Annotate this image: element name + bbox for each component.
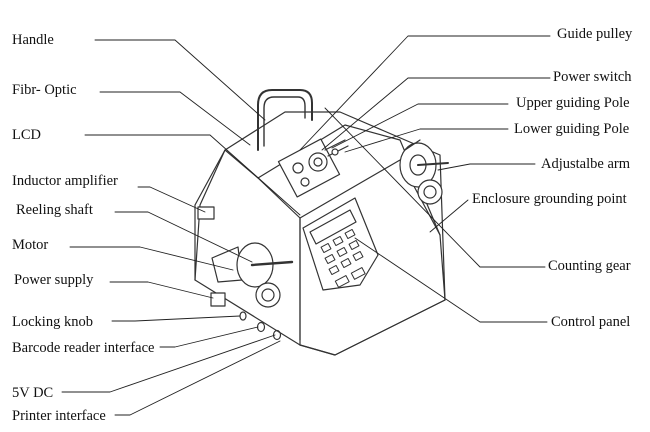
leader-motor (69, 246, 234, 271)
leader-adjustable-arm (437, 163, 536, 171)
label-5v-dc: 5V DC (12, 385, 54, 401)
leader-locking-knob (111, 315, 241, 322)
leader-reeling-shaft (114, 211, 253, 263)
adjustable-arm-part (399, 139, 449, 205)
label-guide-pulley: Guide pulley (557, 26, 633, 42)
leader-upper-guiding-pole (331, 103, 509, 149)
label-reeling-shaft: Reeling shaft (16, 202, 93, 218)
label-lcd: LCD (12, 127, 41, 143)
leader-handle (94, 39, 266, 121)
leader-fibr-optic (99, 91, 251, 146)
label-counting-gear: Counting gear (548, 258, 631, 274)
label-handle: Handle (12, 32, 54, 48)
label-enclosure-grounding-point: Enclosure grounding point (472, 191, 627, 207)
label-fibr-optic: Fibr- Optic (12, 82, 77, 98)
label-lower-guiding-pole: Lower guiding Pole (514, 121, 630, 137)
control-panel-part (302, 197, 379, 291)
leader-power-supply (109, 281, 214, 299)
label-barcode-reader-interface: Barcode reader interface (12, 340, 155, 356)
leader-enclosure-grounding (429, 199, 469, 233)
label-motor: Motor (12, 237, 49, 253)
guide-assembly (277, 138, 349, 198)
leader-counting-gear (324, 107, 546, 268)
left-side-parts (197, 206, 294, 341)
label-power-supply: Power supply (14, 272, 94, 288)
leader-inductor-amplifier (137, 186, 206, 213)
label-locking-knob: Locking knob (12, 314, 93, 330)
leader-printer-interface (114, 340, 281, 416)
leader-lines (61, 35, 551, 416)
label-upper-guiding-pole: Upper guiding Pole (516, 95, 630, 111)
label-inductor-amplifier: Inductor amplifier (12, 173, 118, 189)
leader-guide-pulley (299, 35, 551, 151)
leader-lcd (84, 134, 301, 216)
leader-control-panel (354, 237, 548, 323)
handle-part (257, 89, 313, 151)
leader-barcode-reader (159, 326, 259, 348)
label-printer-interface: Printer interface (12, 408, 106, 424)
label-adjustable-arm: Adjustalbe arm (541, 156, 630, 172)
label-control-panel: Control panel (551, 314, 631, 330)
leader-power-switch (321, 77, 551, 151)
label-power-switch: Power switch (553, 69, 632, 85)
leader-5v-dc (61, 334, 276, 393)
leader-lower-guiding-pole (344, 128, 509, 153)
